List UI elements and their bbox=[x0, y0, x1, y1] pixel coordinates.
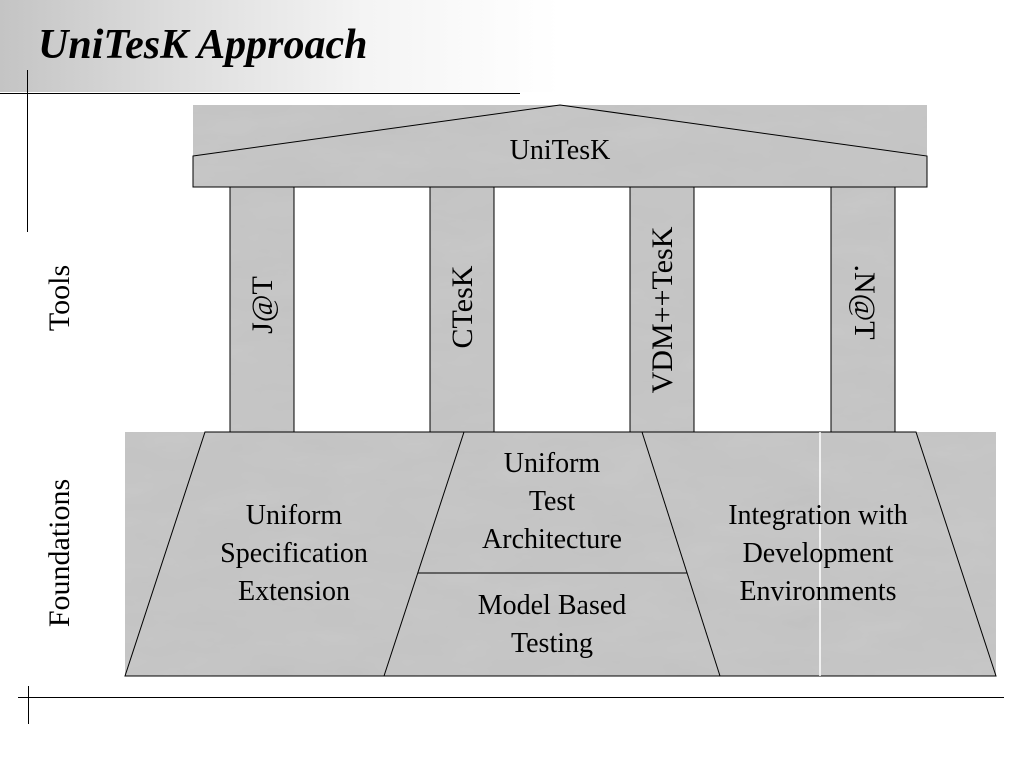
roof-label: UniTesK bbox=[509, 135, 611, 166]
title-underline bbox=[0, 93, 520, 94]
title-vertical-line bbox=[27, 70, 28, 232]
roof bbox=[192, 104, 928, 188]
foundation-right-line-3: Environments bbox=[739, 575, 897, 607]
foundation-divider-right bbox=[641, 431, 721, 677]
foundation-right-line-2: Development bbox=[742, 537, 894, 569]
foundation-center-top-label: Uniform Test Architecture bbox=[452, 445, 652, 558]
foundation-left bbox=[125, 432, 464, 676]
pillar-label-4: .N@T bbox=[848, 264, 881, 340]
pillar-label-2: CTesK bbox=[446, 265, 479, 349]
pillar-3 bbox=[629, 186, 695, 433]
foundation-left-line-2: Specification bbox=[220, 537, 368, 569]
foundation-center-top-line-3: Architecture bbox=[482, 523, 622, 555]
foundation-right bbox=[642, 432, 996, 676]
pillar-label-3: VDM++TesK bbox=[646, 226, 679, 394]
pillar-2 bbox=[429, 186, 495, 433]
foundation-right-line-1: Integration with bbox=[728, 500, 908, 531]
foundation-center-bottom-label: Model Based Testing bbox=[442, 587, 662, 663]
foundation-center-bottom-line-1: Model Based bbox=[477, 590, 627, 621]
foundation-left-label: Uniform Specification Extension bbox=[194, 497, 394, 610]
foundation-left-line-1: Uniform bbox=[245, 500, 343, 531]
footer-line bbox=[18, 697, 1004, 698]
pillar-1 bbox=[229, 186, 295, 433]
foundation-divider-left bbox=[383, 431, 465, 677]
footer-vertical-line bbox=[28, 686, 29, 724]
pillar-4 bbox=[830, 186, 896, 433]
foundation-center-bottom-line-2: Testing bbox=[510, 627, 594, 659]
slide-title: UniTesK Approach bbox=[38, 22, 368, 68]
pillar-label-1: J@T bbox=[246, 276, 279, 334]
foundation-left-line-3: Extension bbox=[238, 575, 350, 607]
foundation-center-top-line-1: Uniform bbox=[503, 448, 601, 479]
foundation-right-label: Integration with Development Environment… bbox=[693, 497, 943, 610]
foundation-center-top-line-2: Test bbox=[528, 485, 576, 517]
foundation-outline bbox=[124, 431, 997, 677]
foundation-center bbox=[384, 432, 720, 676]
title-band bbox=[0, 0, 560, 92]
